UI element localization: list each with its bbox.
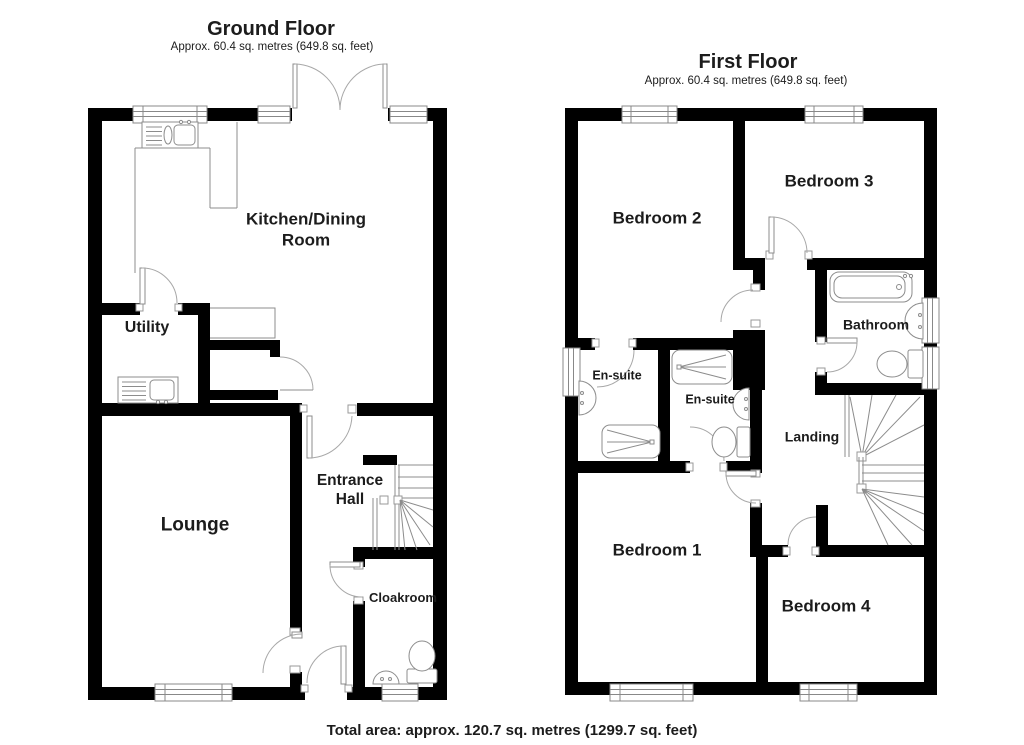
kitchen-window [132, 105, 208, 124]
room-label-utility: Utility [124, 319, 170, 337]
bathroom-door [816, 336, 858, 376]
room-label-lounge: Lounge [160, 514, 230, 536]
cloakroom-door [329, 561, 364, 605]
bathroom-toilet [876, 349, 924, 379]
ensuite-window [562, 347, 581, 397]
bathroom-window-lower [921, 346, 940, 390]
bedroom3-door [765, 216, 813, 260]
ground-interior-walls [102, 303, 447, 687]
cloakroom-basin [372, 670, 400, 685]
first-stairs [844, 394, 925, 546]
first-interior-walls [578, 121, 924, 695]
bath [829, 271, 914, 303]
bathroom-basin [904, 302, 924, 340]
bedroom4-door [782, 516, 820, 556]
room-label-bedroom3: Bedroom 3 [784, 171, 874, 191]
room-label-kitchen-line1: Kitchen/Dining [246, 209, 366, 229]
ensuite-right-shower [671, 349, 733, 385]
kitchen-window-small [257, 105, 291, 124]
kitchen-sink [141, 119, 199, 149]
first-floor-plan [562, 105, 940, 702]
ensuite-right-toilet [711, 426, 751, 458]
ensuite-left-basin [578, 380, 597, 416]
bedroom4-window [799, 683, 858, 702]
room-label-ensuite-right: En-suite [685, 392, 735, 407]
ground-floor-title: Ground Floor [207, 17, 335, 40]
room-label-bedroom2: Bedroom 2 [612, 208, 702, 228]
utility-sink [117, 376, 179, 405]
room-label-bathroom: Bathroom [842, 316, 910, 333]
kitchen-hall-door [299, 404, 357, 459]
utility-door [135, 267, 183, 312]
room-label-cloakroom: Cloakroom [369, 590, 437, 606]
bedroom3-window [804, 105, 864, 124]
first-floor-title: First Floor [698, 50, 798, 73]
room-label-bedroom1: Bedroom 1 [612, 540, 702, 560]
room-label-entrance-hall: Entrance Hall [317, 472, 383, 510]
bedroom1-door [725, 469, 761, 508]
room-label-bedroom4: Bedroom 4 [781, 596, 871, 616]
understairs-cupboard [207, 307, 276, 339]
bedroom2-window [621, 105, 678, 124]
room-label-kitchen: Kitchen/Dining Room [246, 209, 366, 250]
bedroom1-window [609, 683, 694, 702]
room-label-entrance-line1: Entrance [316, 472, 384, 490]
front-door [300, 645, 353, 700]
ground-floor-plan [88, 63, 447, 702]
cloakroom-toilet [406, 640, 438, 684]
ensuite-left-door [591, 338, 637, 388]
bathroom-window-upper [921, 297, 940, 344]
room-label-ensuite-left: En-suite [592, 368, 642, 383]
lounge-window [154, 683, 233, 702]
cloakroom-window [381, 683, 419, 702]
room-label-entrance-line2: Hall [335, 491, 365, 508]
ensuite-left-shower [601, 424, 661, 459]
ground-floor-subtitle: Approx. 60.4 sq. metres (649.8 sq. feet) [170, 40, 374, 53]
ground-stairs [372, 464, 434, 551]
room-label-landing: Landing [784, 428, 840, 445]
kitchen-window-right [389, 105, 428, 124]
ensuite-right-basin [732, 387, 750, 421]
first-floor-subtitle: Approx. 60.4 sq. metres (649.8 sq. feet) [644, 74, 848, 87]
total-area-label: Total area: approx. 120.7 sq. metres (12… [326, 721, 698, 739]
room-label-kitchen-line2: Room [281, 230, 331, 249]
cupboard-door [279, 356, 314, 391]
french-doors [292, 63, 388, 121]
bedroom2-door [720, 283, 761, 328]
lounge-door [262, 627, 303, 674]
